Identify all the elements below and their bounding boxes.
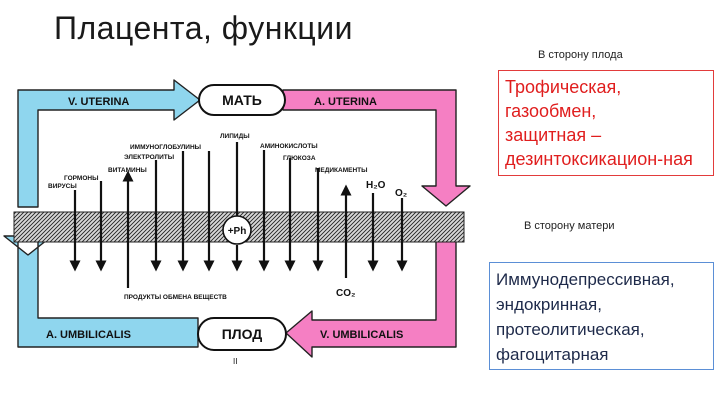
fetal-function-line: газообмен, — [505, 101, 597, 121]
toward-fetus-label: В сторону плода — [538, 49, 623, 61]
a-umbilicalis-vessel — [3, 235, 199, 348]
glucose-label: ГЛЮКОЗА — [283, 155, 316, 162]
fetus-label: ПЛОД — [222, 326, 263, 342]
fetal-function-line: Трофическая, — [505, 77, 622, 97]
v-uterina-vessel — [17, 79, 201, 208]
hormones-label: ГОРМОНЫ — [64, 175, 98, 182]
fetal-function-line: защитная – — [505, 125, 602, 145]
toward-mother-label: В сторону матери — [524, 220, 615, 232]
fetal-functions-box: Трофическая, газообмен, защитная – дезин… — [498, 70, 714, 176]
fetal-function-line: дезинтоксикацион-ная — [505, 149, 693, 169]
lipids-label: ЛИПИДЫ — [220, 133, 250, 140]
ph-label: +Ph — [228, 226, 247, 237]
page-title: Плацента, функции — [54, 10, 353, 46]
a-uterina-vessel — [282, 89, 471, 207]
page-mark: II — [233, 357, 237, 366]
amino-acids-label: АМИНОКИСЛОТЫ — [260, 143, 318, 150]
water-label: H₂O — [366, 180, 386, 191]
v-umbilicalis-label: V. UMBILICALIS — [320, 329, 403, 341]
maternal-function-line: эндокринная, — [496, 295, 602, 314]
metabolic-products-label: ПРОДУКТЫ ОБМЕНА ВЕЩЕСТВ — [124, 294, 227, 301]
maternal-function-line: Иммунодепрессивная, — [496, 270, 675, 289]
medications-label: МЕДИКАМЕНТЫ — [315, 167, 368, 174]
maternal-function-line: протеолитическая, — [496, 320, 645, 339]
v-uterina-label: V. UTERINA — [68, 96, 129, 108]
oxygen-label: O₂ — [395, 188, 407, 199]
maternal-functions-box: Иммунодепрессивная, эндокринная, протеол… — [489, 262, 714, 370]
co2-label: CO₂ — [336, 288, 355, 299]
a-umbilicalis-label: A. UMBILICALIS — [46, 329, 131, 341]
electrolytes-label: ЭЛЕКТРОЛИТЫ — [124, 154, 174, 161]
immunoglobulins-label: ИММУНОГЛОБУЛИНЫ — [130, 144, 201, 151]
v-umbilicalis-vessel — [285, 235, 457, 358]
viruses-label: ВИРУСЫ — [48, 183, 77, 190]
ph-marker — [222, 215, 252, 245]
maternal-function-line: фагоцитарная — [496, 345, 609, 364]
mother-node — [198, 84, 286, 116]
mother-label: МАТЬ — [222, 92, 262, 108]
fetus-node — [197, 317, 287, 351]
vitamins-label: ВИТАМИНЫ — [108, 167, 147, 174]
a-uterina-label: A. UTERINA — [314, 96, 377, 108]
